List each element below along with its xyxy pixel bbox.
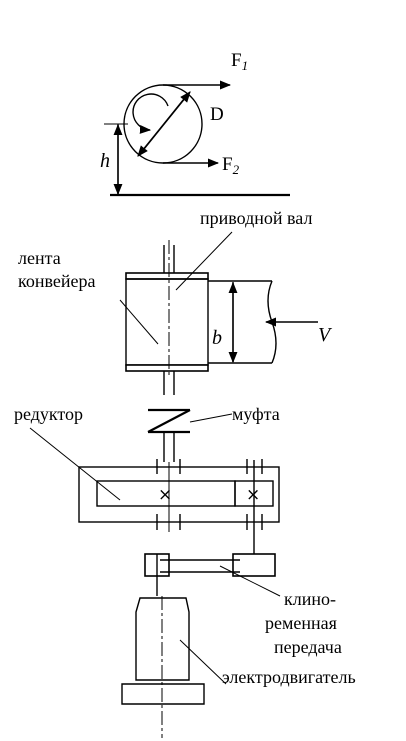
vbelt-label-line1: клино- [284, 589, 336, 609]
drum-body [125, 278, 209, 366]
drive-shaft-leader [175, 231, 233, 291]
motor-base [121, 683, 205, 705]
coupling-label: муфта [232, 404, 280, 424]
motor-body [135, 597, 190, 681]
reducer-label: редуктор [14, 404, 83, 424]
belt-label-line1: лента [18, 248, 61, 268]
force-f1-label: F1 [231, 50, 248, 73]
reducer: × × редуктор [14, 404, 280, 560]
electric-motor: электродвигатель [121, 596, 356, 738]
reducer-gear-small-cross: × [246, 485, 260, 505]
force-f2-label: F2 [222, 154, 240, 177]
reducer-gear-large-cross: × [158, 485, 172, 505]
motor-leader [179, 639, 227, 685]
coupling-diagonal [147, 409, 191, 433]
vbelt-label-line3: передача [274, 637, 342, 657]
belt-label-line2: конвейера [18, 271, 95, 291]
belt-leader [119, 299, 159, 345]
vbelt-leader [219, 565, 281, 597]
width-label: b [212, 327, 222, 349]
conveyor-drum: приводной вал лента конвейера b V [18, 208, 333, 395]
height-label: h [100, 150, 110, 172]
vbelt-label-line2: ременная [265, 613, 337, 633]
coupling-leader [189, 413, 233, 423]
reducer-leader [29, 427, 121, 501]
vbelt-transmission: клино- ременная передача [144, 553, 342, 657]
pulley-large [232, 553, 276, 577]
diameter-arrow-back [137, 93, 189, 157]
velocity-label: V [318, 324, 333, 346]
diameter-label: D [210, 104, 224, 125]
drum-bottom-flange [125, 364, 209, 372]
drum-top-flange [125, 272, 209, 280]
motor-label: электродвигатель [222, 667, 356, 687]
pulley-force-scheme: F1 F2 D h [100, 50, 290, 197]
coupling: муфта [147, 404, 280, 462]
drive-shaft-label: приводной вал [200, 208, 312, 228]
rotation-arrow [132, 93, 169, 134]
reducer-housing [78, 466, 280, 523]
